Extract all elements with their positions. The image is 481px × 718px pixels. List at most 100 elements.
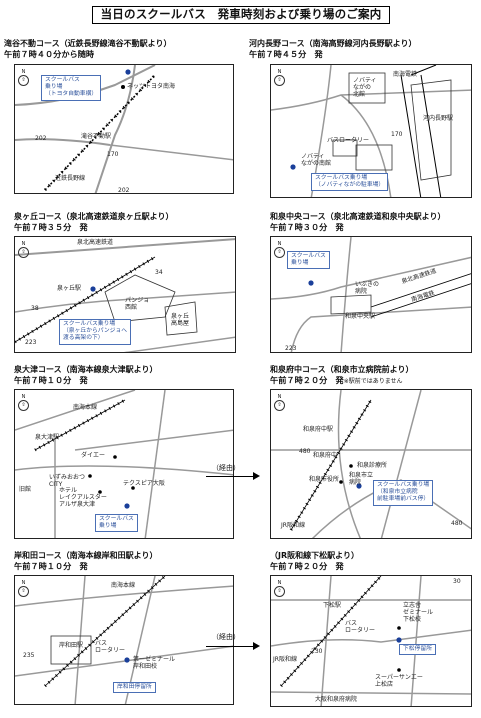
landmark-label: テクスピア大阪 — [123, 480, 165, 487]
landmark-label: いぶきの 病院 — [355, 281, 380, 295]
landmark-label: 下松駅 — [323, 602, 342, 609]
bus-stop-callout: スクールバス乗り場 （ノバティながの駐車場） — [311, 173, 389, 192]
map-izumigaoka: N⇧ 泉北高速鉄道 泉ヶ丘駅 パンジョ 西館 泉ヶ丘 高島屋 34 38 223… — [14, 236, 236, 353]
landmark-label: ホテル レイクアルスター アルザ泉大津 — [59, 487, 107, 508]
section-shimomatsu: （JR阪和線下松駅より） 午前７時２０分 発 — [270, 550, 481, 572]
landmark-label: 南海電鉄 — [393, 71, 418, 78]
map-takidani: N⇧ ネッツトヨタ南海 滝谷不動駅 近鉄長野線 202 170 202 スクール… — [14, 64, 234, 194]
route-number-label: 38 — [31, 305, 39, 312]
landmark-label: 和泉府中駅 — [303, 426, 334, 433]
bus-stop-callout: 岸和田停留所 — [113, 682, 156, 694]
course-name: 河内長野コース（南海高野線河内長野駅より） — [249, 39, 417, 48]
route-number-label: 202 — [35, 135, 47, 142]
bus-stop-callout: スクールバス 乗り場 （トヨタ自動車横） — [41, 75, 102, 101]
landmark-label: 岸和田駅 — [59, 642, 84, 649]
route-number-label: 480 — [299, 448, 311, 455]
north-icon: N⇧ — [274, 394, 285, 411]
landmark-label: 和泉診療所 — [357, 462, 388, 469]
route-number-label: 170 — [391, 131, 403, 138]
north-icon: N⇧ — [274, 580, 285, 597]
north-icon: N⇧ — [18, 241, 29, 258]
departure-time: 午前７時３０分 発 — [270, 222, 344, 232]
section-kishiwada: 岸和田コース（南海本線岸和田駅より） 午前７時１０分 発 — [14, 550, 246, 572]
map-kishiwada: N⇧ 南海本線 岸和田駅 バス ロータリー 第一ゼミナール 岸和田校 235 岸… — [14, 575, 234, 705]
landmark-label: 南海本線 — [73, 404, 98, 411]
landmark-label: 泉ヶ丘 高島屋 — [171, 313, 190, 327]
section-izumichuo: 和泉中央コース（泉北高速鉄道和泉中央駅より） 午前７時３０分 発 — [270, 211, 481, 233]
map-shimomatsu: N⇧ 下松駅 バス ロータリー 立志舎 ゼミナール 下松校 JR阪和線 スーパー… — [270, 575, 472, 707]
route-number-label: 235 — [23, 652, 35, 659]
course-name: 岸和田コース（南海本線岸和田駅より） — [14, 551, 158, 560]
landmark-label: 和泉府中 — [313, 452, 338, 459]
map-izumichuo: N⇧ いぶきの 病院 和泉中央駅 泉北高速鉄道 南海電鉄 223 スクールバス … — [270, 236, 472, 353]
section-takidani: 滝谷不動コース（近鉄長野線滝谷不動駅より） 午前７時４０分から随時 — [4, 38, 236, 60]
route-number-label: 223 — [25, 339, 37, 346]
map-izumifuchu: N⇧ 和泉府中駅 和泉府中 和泉診療所 和泉市役所 和泉市立 病院 JR阪和線 … — [270, 389, 472, 539]
departure-time: 午前７時１０分 発 — [14, 375, 88, 385]
map-izumiotsu: N⇧ 南海本線 泉大津駅 ダイエー いずみおおつ CITY ホテル レイクアルス… — [14, 389, 234, 539]
landmark-label: バス ロータリー — [345, 620, 376, 634]
departure-time: 午前７時４０分から随時 — [4, 49, 95, 59]
bus-stop-callout: スクールバス 乗り場 — [287, 251, 330, 270]
landmark-label: 泉北高速鉄道 — [77, 239, 114, 246]
section-izumifuchu: 和泉府中コース（和泉市立病院前より） 午前７時２０分 発※駅前ではありません — [270, 364, 481, 387]
landmark-label: 立志舎 ゼミナール 下松校 — [403, 602, 434, 623]
landmark-label: いずみおおつ CITY — [49, 474, 86, 488]
course-name: （JR阪和線下松駅より） — [270, 551, 359, 560]
north-icon: N⇧ — [18, 69, 29, 86]
landmark-label: JR阪和線 — [273, 656, 297, 663]
bus-stop-callout: スクールバス乗り場 （和泉市立病院 前駐車場前バス停） — [373, 480, 434, 506]
map-kawachinagano: N⇧ 南海電鉄 ノバティ ながの 北館 河内長野駅 バスロータリー ノバティ な… — [270, 64, 472, 198]
section-izumigaoka: 泉ヶ丘コース（泉北高速鉄道泉ヶ丘駅より） 午前７時３５分 発 — [14, 211, 246, 233]
arrow-icon — [206, 642, 260, 650]
landmark-label: ノバティ ながの南館 — [301, 153, 332, 167]
bus-stop-callout: 下松停留所 — [399, 644, 436, 656]
route-number-label: 202 — [118, 187, 130, 194]
route-number-label: 170 — [107, 151, 119, 158]
landmark-label: 和泉市立 病院 — [349, 472, 374, 486]
section-izumiotsu: 泉大津コース（南海本線泉大津駅より） 午前７時１０分 発 — [14, 364, 246, 386]
section-kawachinagano: 河内長野コース（南海高野線河内長野駅より） 午前７時４５分 発 — [249, 38, 481, 60]
bus-stop-callout: スクールバス乗り場 （泉ヶ丘からパンジョへ 渡る高架の下） — [59, 319, 132, 345]
departure-time: 午前７時１０分 発 — [14, 561, 88, 571]
landmark-label: 河内長野駅 — [423, 115, 454, 122]
course-name: 和泉中央コース（泉北高速鉄道和泉中央駅より） — [270, 212, 446, 221]
departure-time: 午前７時２０分 発 — [270, 561, 344, 571]
landmark-label: 第一ゼミナール 岸和田校 — [133, 656, 176, 670]
landmark-label: 近鉄長野線 — [55, 175, 86, 182]
landmark-label: 滝谷不動駅 — [81, 133, 112, 140]
course-name: 泉大津コース（南海本線泉大津駅より） — [14, 365, 158, 374]
route-number-label: 34 — [155, 269, 163, 276]
landmark-label: JR阪和線 — [281, 522, 305, 529]
departure-time: 午前７時４５分 発 — [249, 49, 323, 59]
landmark-label: 泉大津駅 — [35, 434, 60, 441]
landmark-label: 和泉市役所 — [309, 476, 340, 483]
landmark-label: ダイエー — [81, 452, 105, 459]
departure-time: 午前７時２０分 発※駅前ではありません — [270, 375, 403, 385]
arrow-icon — [206, 472, 260, 480]
landmark-label: 南海本線 — [111, 582, 136, 589]
north-icon: N⇧ — [274, 69, 285, 86]
landmark-label: バスロータリー — [327, 137, 370, 144]
landmark-label: スーパーサンエー 上松店 — [375, 674, 423, 688]
north-icon: N⇧ — [274, 241, 285, 258]
landmark-label: 旧館 — [19, 486, 32, 493]
landmark-label: ノバティ ながの 北館 — [353, 77, 377, 98]
route-number-label: 230 — [311, 648, 323, 655]
landmark-label: ネッツトヨタ南海 — [127, 83, 176, 90]
via-label: （経由） — [212, 633, 240, 641]
course-name: 滝谷不動コース（近鉄長野線滝谷不動駅より） — [4, 39, 172, 48]
north-icon: N⇧ — [18, 580, 29, 597]
via-label: （経由） — [212, 464, 240, 472]
north-icon: N⇧ — [18, 394, 29, 411]
bus-stop-callout: スクールバス 乗り場 — [95, 514, 138, 533]
page-title: 当日のスクールバス 発車時刻および乗り場のご案内 — [92, 6, 390, 24]
course-name: 泉ヶ丘コース（泉北高速鉄道泉ヶ丘駅より） — [14, 212, 174, 221]
departure-time: 午前７時３５分 発 — [14, 222, 88, 232]
route-number-label: 223 — [285, 345, 297, 352]
landmark-label: パンジョ 西館 — [125, 297, 150, 311]
landmark-label: 和泉中央駅 — [345, 313, 376, 320]
route-number-label: 30 — [453, 578, 461, 585]
landmark-label: バス ロータリー — [95, 640, 126, 654]
landmark-label: 大阪和泉府病院 — [315, 696, 358, 703]
